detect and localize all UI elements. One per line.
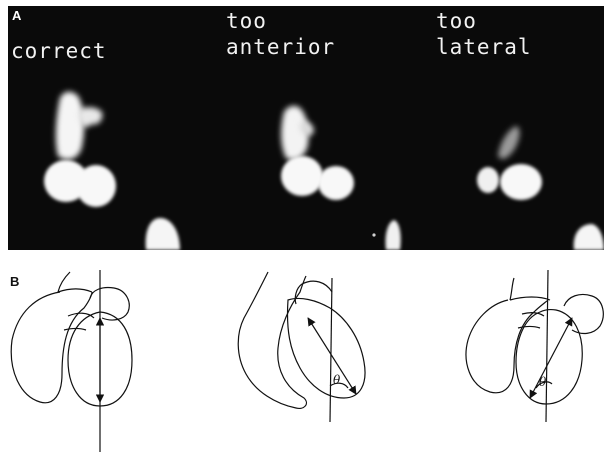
- theta-label-anterior: θ: [333, 373, 341, 387]
- diagram-too-lateral: [466, 270, 603, 422]
- diagram-too-anterior: [238, 272, 365, 422]
- theta-label-lateral: θ: [539, 375, 547, 389]
- diagram-correct: [11, 270, 132, 452]
